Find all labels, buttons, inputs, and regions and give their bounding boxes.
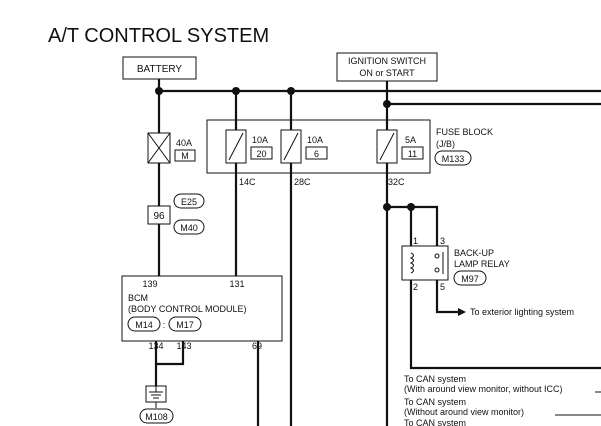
bcm-full-name: (BODY CONTROL MODULE) [128,304,247,314]
relay-pin-3: 3 [440,236,445,246]
bcm-box [121,275,283,342]
fuse-1-rating: 10A [252,135,268,145]
ignition-bus-wire [385,81,601,106]
fuse-number-box [401,146,424,160]
fusible-link-id: M [181,151,189,161]
connector-m17: M17 [176,320,194,330]
relay-output-wire [435,280,458,314]
connector-separator: : [163,320,166,330]
relay-name-line2: LAMP RELAY [454,259,510,269]
relay-name-line1: BACK-UP [454,248,494,258]
fuse-element [379,132,395,161]
fuse-2-terminal: 28C [294,177,311,187]
bcm-ground-wire [156,341,185,366]
relay-pin-5: 5 [440,282,445,292]
fuse-3-number: 11 [408,149,417,159]
connector-m97: M97 [461,274,479,284]
can-note-1-detail: (With around view monitor, without ICC) [404,384,563,394]
battery-label: BATTERY [137,64,183,75]
relay-box [401,245,449,281]
connector-badge [127,316,161,332]
fuse-number-box [250,146,273,160]
relay-contact [434,267,440,273]
fuse-2-number: 6 [314,149,319,159]
fuse-3-rating: 5A [405,135,416,145]
connector-badge [173,193,205,209]
relay-contact [434,253,440,259]
fusible-link-cross [147,132,171,164]
can-note-3: To CAN system [404,418,466,426]
bcm-name: BCM [128,293,148,303]
ignition-line1: IGNITION SWITCH [348,56,426,66]
fuse-block-subname: (J/B) [436,139,455,149]
fuse-block-name: FUSE BLOCK [436,127,493,137]
connector-m14: M14 [135,320,153,330]
relay-feed-wire [387,205,439,248]
fuse-2-rating: 10A [307,135,323,145]
joint-pin: 96 [153,211,165,222]
fuse-1-number: 20 [256,149,266,159]
connector-badge [173,219,205,235]
relay-pin-2: 2 [413,282,418,292]
fuse-element [283,132,299,161]
relay-coil [409,252,414,274]
connector-badge [168,316,202,332]
bcm-pin-131: 131 [229,279,244,289]
relay-pin-1: 1 [413,236,418,246]
relay-coil-ground-wire [409,280,601,370]
connector-m133: M133 [442,154,465,164]
fusible-link-id-box [174,149,196,162]
connector-m108: M108 [145,412,168,422]
connector-e25: E25 [181,197,197,207]
fuse-number-box [305,146,328,160]
page-title: A/T CONTROL SYSTEM [48,25,269,47]
can-note-2: To CAN system [404,397,466,407]
connector-m40: M40 [180,223,198,233]
fuse-3-terminal: 32C [388,177,405,187]
fuse-element [228,132,244,161]
arrow-right-icon [458,308,466,316]
ignition-line2: ON or START [359,68,415,78]
connector-badge [434,150,472,166]
connector-badge [139,408,174,424]
exterior-lighting-note: To exterior lighting system [470,307,574,317]
fuse-1-terminal: 14C [239,177,256,187]
bcm-pin-139: 139 [142,279,157,289]
connector-badge [453,270,487,286]
can-note-1: To CAN system [404,374,466,384]
fusible-link-rating: 40A [176,138,192,148]
ignition-switch-box [336,52,438,82]
can-note-2-detail: (Without around view monitor) [404,407,524,417]
